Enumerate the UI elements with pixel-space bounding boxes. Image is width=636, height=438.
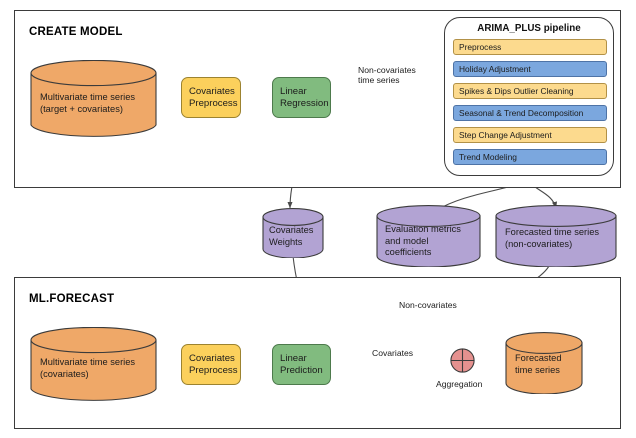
cylinder-covariates-weights: Covariates Weights: [262, 208, 324, 258]
pipeline-step-step-change-adjustment-label: Step Change Adjustment: [459, 130, 552, 140]
edge-label-noncovariates-time-series: Non-covariates time series: [358, 65, 416, 86]
cylinder-shape: [262, 208, 324, 258]
box-linear-prediction-label: Linear Prediction: [280, 353, 323, 376]
cylinder-mf-output-label: Forecasted time series: [515, 353, 562, 375]
box-linear-regression[interactable]: Linear Regression: [272, 77, 331, 118]
cylinder-mf-input: Multivariate time series (covariates): [30, 327, 157, 402]
cylinder-cm-input-label: Multivariate time series (target + covar…: [40, 92, 136, 114]
pipeline-step-step-change-adjustment[interactable]: Step Change Adjustment: [453, 127, 607, 143]
box-cm-covariates-preprocess-label: Covariates Preprocess: [189, 86, 238, 109]
cylinder-shape: [505, 332, 583, 394]
cylinder-shape: [376, 205, 481, 267]
pipeline-step-holiday-adjustment-label: Holiday Adjustment: [459, 64, 531, 74]
box-linear-regression-label: Linear Regression: [280, 86, 329, 109]
section-ml-forecast-title: ML.FORECAST: [29, 293, 115, 305]
edge-label-noncovariates: Non-covariates: [399, 300, 457, 310]
cylinder-shape: [30, 60, 157, 137]
cylinder-evaluation-metrics: Evaluation metrics and model coefficient…: [376, 205, 481, 267]
pipeline-step-trend-modeling-label: Trend Modeling: [459, 152, 517, 162]
cylinder-mf-input-label: Multivariate time series (covariates): [40, 357, 136, 379]
pipeline-step-trend-modeling[interactable]: Trend Modeling: [453, 149, 607, 165]
pipeline-step-preprocess[interactable]: Preprocess: [453, 39, 607, 55]
pipeline-step-spikes-dips-outlier-cleaning[interactable]: Spikes & Dips Outlier Cleaning: [453, 83, 607, 99]
arima-plus-pipeline: ARIMA_PLUS pipeline Preprocess Holiday A…: [444, 17, 614, 176]
cylinder-covariates-weights-label: Covariates Weights: [269, 225, 314, 247]
pipeline-step-holiday-adjustment[interactable]: Holiday Adjustment: [453, 61, 607, 77]
box-mf-covariates-preprocess-label: Covariates Preprocess: [189, 353, 238, 376]
cylinder-shape: [30, 327, 157, 401]
pipeline-step-preprocess-label: Preprocess: [459, 42, 502, 52]
section-create-model-title: CREATE MODEL: [29, 26, 123, 38]
cylinder-cm-input: Multivariate time series (target + covar…: [30, 60, 157, 138]
aggregation-label: Aggregation: [436, 379, 483, 389]
arima-plus-pipeline-title: ARIMA_PLUS pipeline: [477, 23, 581, 34]
cylinder-forecasted-noncovariates: Forecasted time series (non-covariates): [495, 205, 617, 267]
pipeline-step-seasonal-trend-decomposition[interactable]: Seasonal & Trend Decomposition: [453, 105, 607, 121]
cylinder-mf-output: Forecasted time series: [505, 332, 583, 394]
aggregation-node[interactable]: [450, 348, 475, 373]
box-mf-covariates-preprocess[interactable]: Covariates Preprocess: [181, 344, 241, 385]
pipeline-step-spikes-dips-outlier-cleaning-label: Spikes & Dips Outlier Cleaning: [459, 86, 574, 96]
edge-label-covariates: Covariates: [372, 348, 414, 358]
cylinder-forecasted-noncovariates-label: Forecasted time series (non-covariates): [505, 227, 600, 249]
pipeline-step-seasonal-trend-decomposition-label: Seasonal & Trend Decomposition: [459, 108, 584, 118]
cylinder-shape: [495, 205, 617, 267]
box-linear-prediction[interactable]: Linear Prediction: [272, 344, 331, 385]
aggregation-icon: [450, 348, 475, 373]
box-cm-covariates-preprocess[interactable]: Covariates Preprocess: [181, 77, 241, 118]
cylinder-evaluation-metrics-label: Evaluation metrics and model coefficient…: [385, 224, 461, 258]
